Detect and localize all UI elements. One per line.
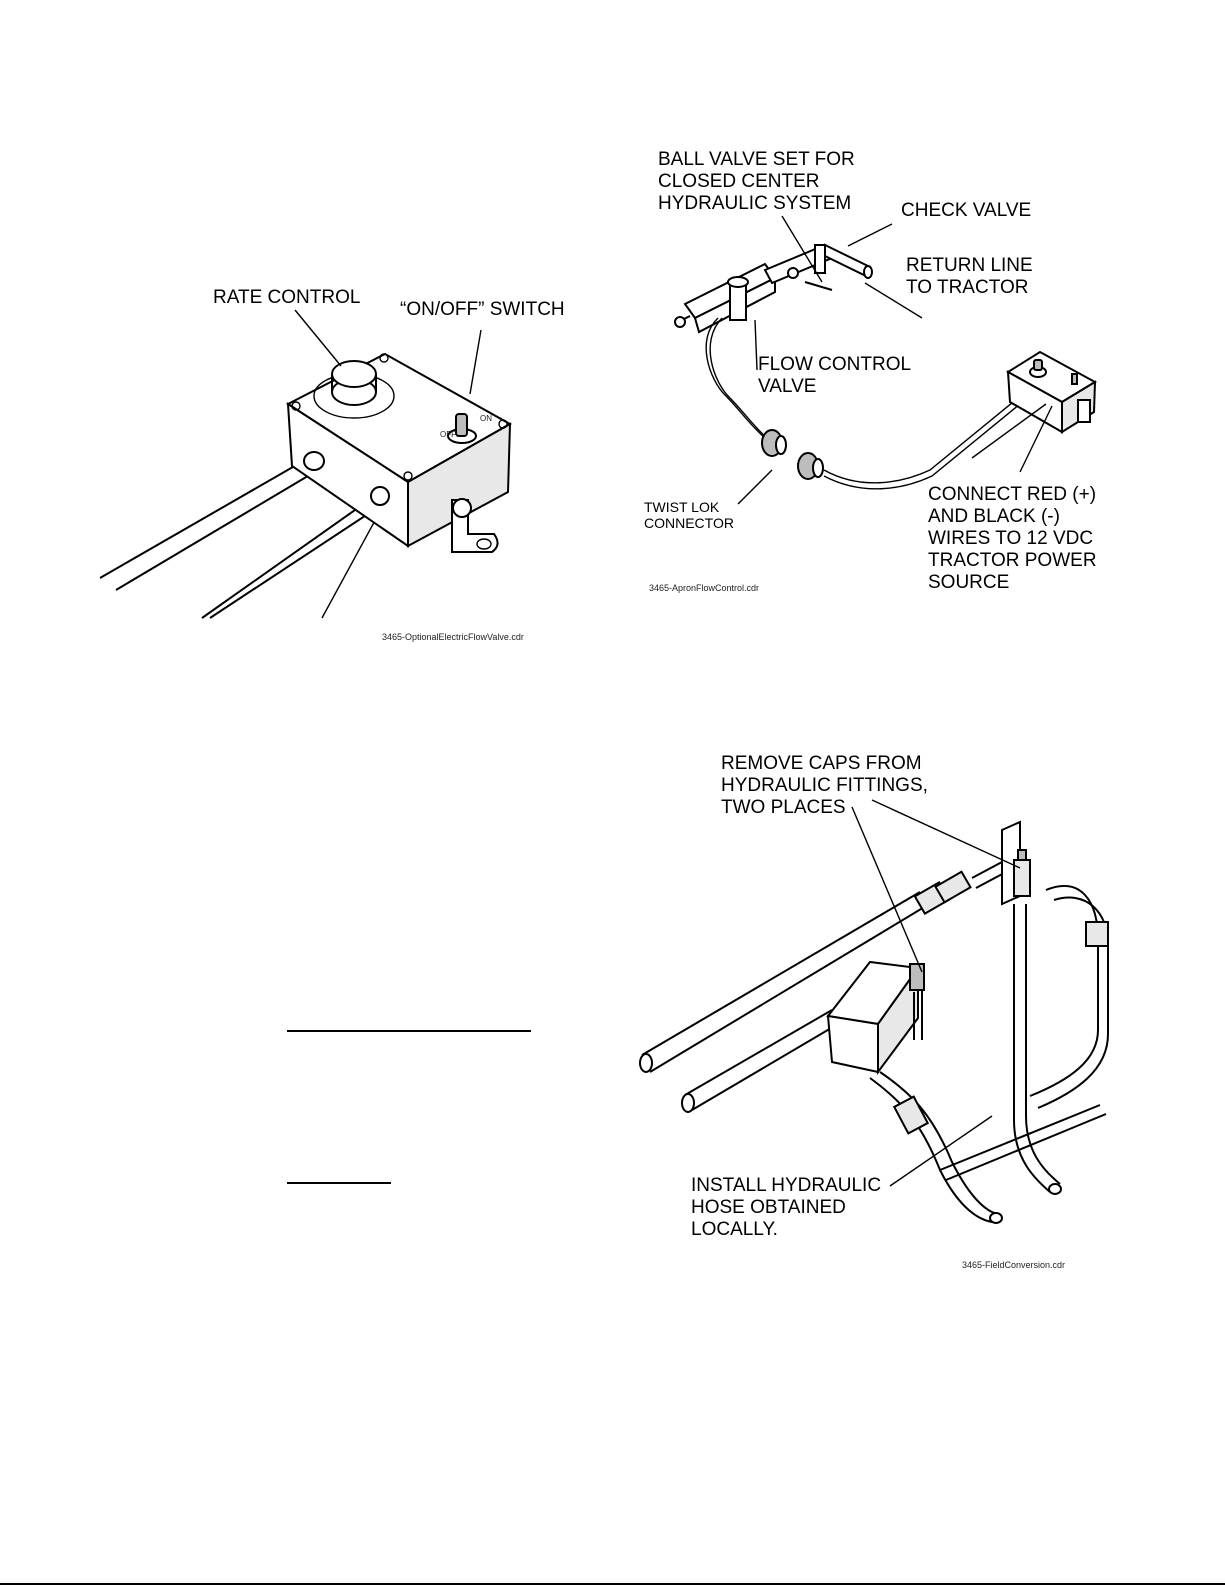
label-flow-control-valve: FLOW CONTROL VALVE: [758, 354, 912, 397]
switch-off-mark: OFF: [440, 430, 456, 439]
label-connect-wires: CONNECT RED (+) AND BLACK (-) WIRES TO 1…: [928, 484, 1097, 593]
label-remove-caps: REMOVE CAPS FROM HYDRAULIC FITTINGS, TWO…: [721, 753, 928, 818]
switch-on-mark: ON: [480, 414, 492, 423]
filename-apron-flow-control: 3465-ApronFlowControl.cdr: [649, 583, 760, 593]
field-conversion-drawing: [639, 799, 1109, 1224]
blank-rule-long: [287, 1030, 531, 1032]
label-ball-valve: BALL VALVE SET FOR CLOSED CENTER HYDRAUL…: [658, 149, 855, 214]
label-return-line: RETURN LINE TO TRACTOR: [906, 255, 1033, 298]
page-bottom-border: [0, 1583, 1225, 1585]
label-check-valve: CHECK VALVE: [901, 200, 1032, 221]
label-install-hose: INSTALL HYDRAULIC HOSE OBTAINED LOCALLY.: [691, 1175, 882, 1240]
figure-apron-flow-control: BALL VALVE SET FOR CLOSED CENTER HYDRAUL…: [600, 0, 1225, 660]
label-twist-lok-connector: TWIST LOK CONNECTOR: [644, 499, 734, 531]
electric-control-box-drawing: [99, 309, 513, 619]
label-on-off-switch: “ON/OFF” SWITCH: [400, 299, 565, 320]
blank-rule-short: [287, 1182, 391, 1184]
label-rate-control: RATE CONTROL: [213, 287, 361, 308]
filename-field-conversion: 3465-FieldConversion.cdr: [962, 1260, 1066, 1270]
filename-electric-flow-valve: 3465-OptionalElectricFlowValve.cdr: [382, 632, 524, 642]
apron-flow-control-drawing: [674, 215, 1098, 505]
figure-field-conversion: REMOVE CAPS FROM HYDRAULIC FITTINGS, TWO…: [600, 700, 1225, 1290]
figure-electric-flow-valve: RATE CONTROL “ON/OFF” SWITCH ON OFF 3465…: [0, 0, 600, 660]
